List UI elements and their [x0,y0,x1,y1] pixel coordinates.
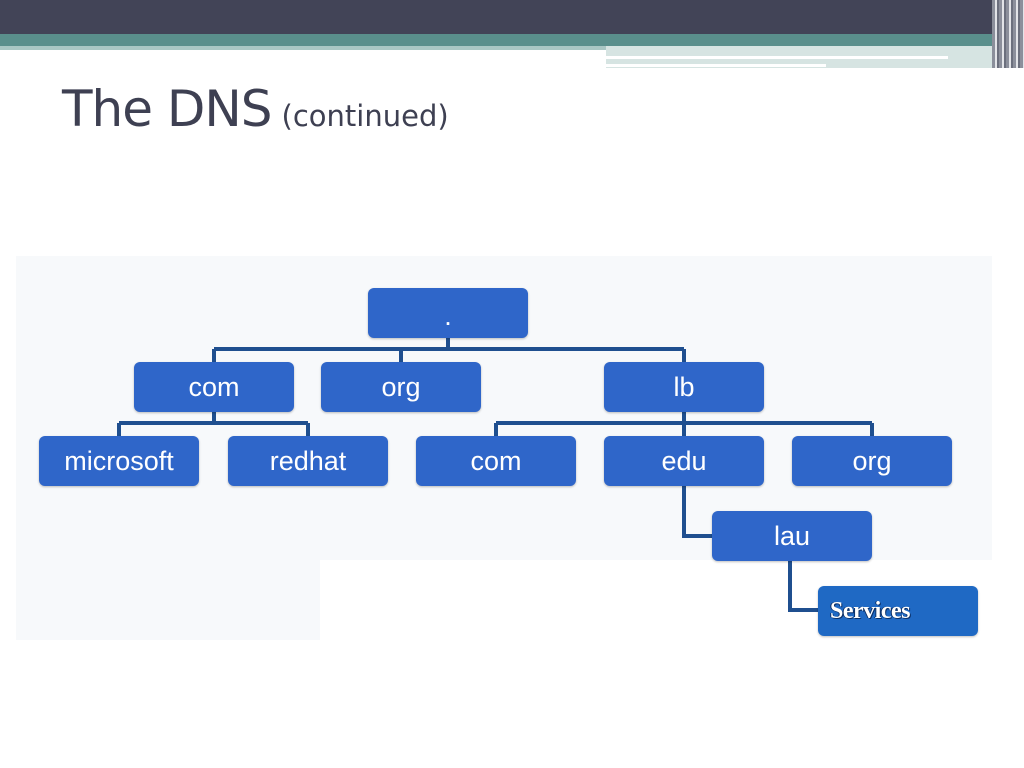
corner-stripes-decoration [992,0,1024,68]
node-org: org [321,362,481,412]
node-lb-com: com [416,436,576,486]
node-lau: lau [712,511,872,561]
slide-title: The DNS(continued) [62,80,449,138]
node-lb: lb [604,362,764,412]
title-main: The DNS [62,80,273,138]
node-services: Services [818,586,978,636]
header-underline [0,46,606,50]
header-bar [0,0,1024,34]
header-accent-bar [0,34,1024,46]
node-microsoft: microsoft [39,436,199,486]
header-tab-line [606,64,826,67]
node-lb-edu: edu [604,436,764,486]
node-com: com [134,362,294,412]
header-tab-line [606,56,948,59]
node-redhat: redhat [228,436,388,486]
node-lb-org: org [792,436,952,486]
title-subtitle: (continued) [281,99,449,133]
node-root: . [368,288,528,338]
